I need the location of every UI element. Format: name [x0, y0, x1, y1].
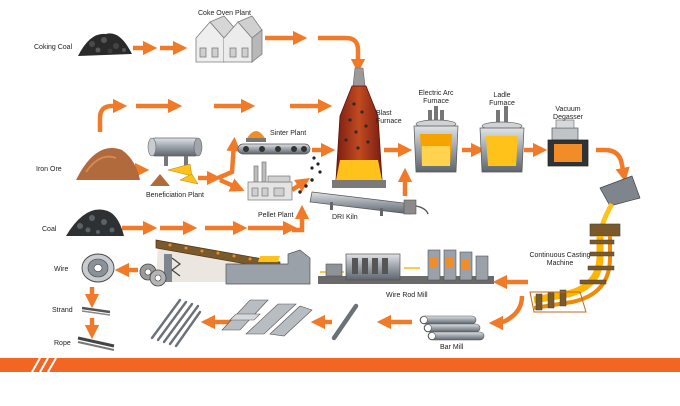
vacuum-degasser — [547, 119, 589, 167]
pellet-plant — [247, 161, 314, 201]
label-electric-arc-furnace: Electric Arc Furnace — [418, 90, 454, 105]
wire-spool — [81, 253, 115, 283]
bottom-bar — [0, 357, 680, 373]
label-continuous-casting: Continuous Casting Machine — [529, 252, 591, 267]
blast-furnace — [332, 67, 386, 188]
label-strand: Strand — [52, 307, 73, 314]
flow-arrows — [84, 30, 630, 340]
continuous-casting-machine — [529, 175, 641, 313]
strand — [81, 306, 111, 316]
label-coke-oven-plant: Coke Oven Plant — [198, 10, 251, 17]
sinter-plant — [237, 131, 322, 174]
iron-ore-pile — [76, 148, 140, 180]
wire-rod-mill — [318, 249, 494, 284]
beneficiation-plant — [147, 137, 203, 186]
label-bar-mill: Bar Mill — [440, 344, 464, 351]
wire-coils — [139, 263, 167, 287]
dri-kiln — [309, 191, 429, 216]
rebar-bundle — [150, 298, 202, 348]
label-wire-rod-mill: Wire Rod Mill — [386, 292, 428, 299]
label-sinter-plant: Sinter Plant — [270, 130, 307, 137]
coking-coal-pile — [78, 33, 132, 56]
label-pellet-plant: Pellet Plant — [258, 212, 294, 219]
ladle-furnace — [479, 106, 525, 173]
electric-arc-furnace — [413, 106, 459, 173]
structural-sections — [221, 299, 313, 337]
steel-bar — [331, 303, 359, 341]
label-coal: Coal — [42, 226, 57, 233]
rolling-conveyor — [155, 239, 311, 285]
label-blast-furnace: Blast Furnace — [376, 110, 402, 125]
bar-mill — [419, 315, 485, 341]
label-dri-kiln: DRI Kiln — [332, 214, 358, 221]
label-coking-coal: Coking Coal — [34, 44, 73, 51]
label-ladle-furnace: Ladle Furnace — [489, 92, 515, 107]
label-rope: Rope — [54, 340, 71, 347]
label-beneficiation-plant: Beneficiation Plant — [146, 192, 204, 199]
coke-oven-plant — [195, 15, 263, 63]
coal-pile — [66, 209, 124, 236]
label-vacuum-degasser: Vacuum Degasser — [553, 106, 583, 121]
rope — [77, 336, 115, 351]
label-wire: Wire — [54, 266, 69, 273]
label-iron-ore: Iron Ore — [36, 166, 62, 173]
